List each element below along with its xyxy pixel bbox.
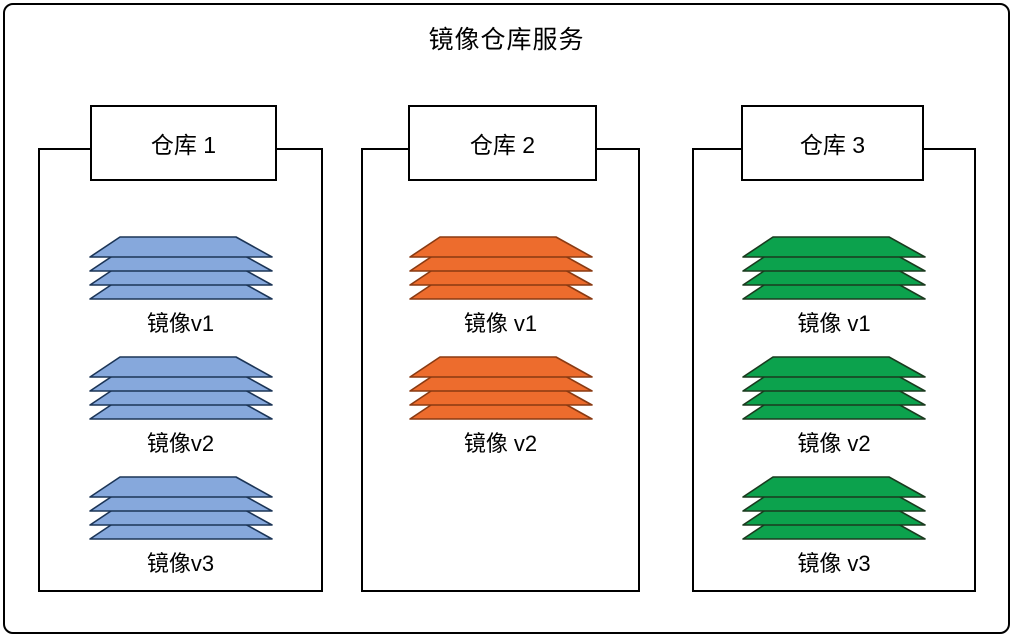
image-group: 镜像 v1 bbox=[361, 236, 640, 338]
image-label: 镜像v2 bbox=[146, 431, 215, 456]
image-group: 镜像 v2 bbox=[692, 356, 976, 458]
image-label: 镜像 v1 bbox=[797, 311, 871, 336]
image-label: 镜像 v2 bbox=[463, 431, 538, 456]
warehouse-1-label: 仓库 1 bbox=[150, 132, 217, 158]
image-label: 镜像v3 bbox=[146, 551, 215, 576]
image-group: 镜像 v2 bbox=[361, 356, 640, 458]
warehouse-2-box bbox=[361, 148, 640, 592]
warehouse-1: 仓库 1 镜像v1 镜像v2 镜像v3 bbox=[38, 105, 323, 592]
image-group: 镜像v3 bbox=[38, 476, 323, 578]
warehouse-3: 仓库 3 镜像 v1 镜像 v2 镜像 v3 bbox=[692, 105, 976, 592]
image-group: 镜像 v1 bbox=[692, 236, 976, 338]
image-group: 镜像v2 bbox=[38, 356, 323, 458]
image-label: 镜像v1 bbox=[146, 311, 215, 336]
image-layers-icon bbox=[742, 476, 926, 540]
image-label: 镜像 v1 bbox=[463, 311, 538, 336]
image-layers-icon bbox=[88, 356, 273, 420]
image-layers-icon bbox=[88, 476, 273, 540]
warehouse-2: 仓库 2 镜像 v1 镜像 v2 bbox=[361, 105, 640, 592]
image-layers-icon bbox=[742, 236, 926, 300]
warehouse-2-label-box: 仓库 2 bbox=[408, 105, 597, 181]
warehouse-3-label: 仓库 3 bbox=[799, 132, 866, 158]
image-label: 镜像 v3 bbox=[797, 551, 871, 576]
warehouse-1-label-box: 仓库 1 bbox=[90, 105, 277, 181]
image-layers-icon bbox=[408, 356, 593, 420]
image-group: 镜像 v3 bbox=[692, 476, 976, 578]
image-layers-icon bbox=[408, 236, 593, 300]
image-layers-icon bbox=[742, 356, 926, 420]
image-layers-icon bbox=[88, 236, 273, 300]
warehouse-2-label: 仓库 2 bbox=[469, 132, 536, 158]
warehouse-3-label-box: 仓库 3 bbox=[741, 105, 924, 181]
image-group: 镜像v1 bbox=[38, 236, 323, 338]
diagram-title: 镜像仓库服务 bbox=[428, 26, 585, 54]
image-label: 镜像 v2 bbox=[797, 431, 871, 456]
